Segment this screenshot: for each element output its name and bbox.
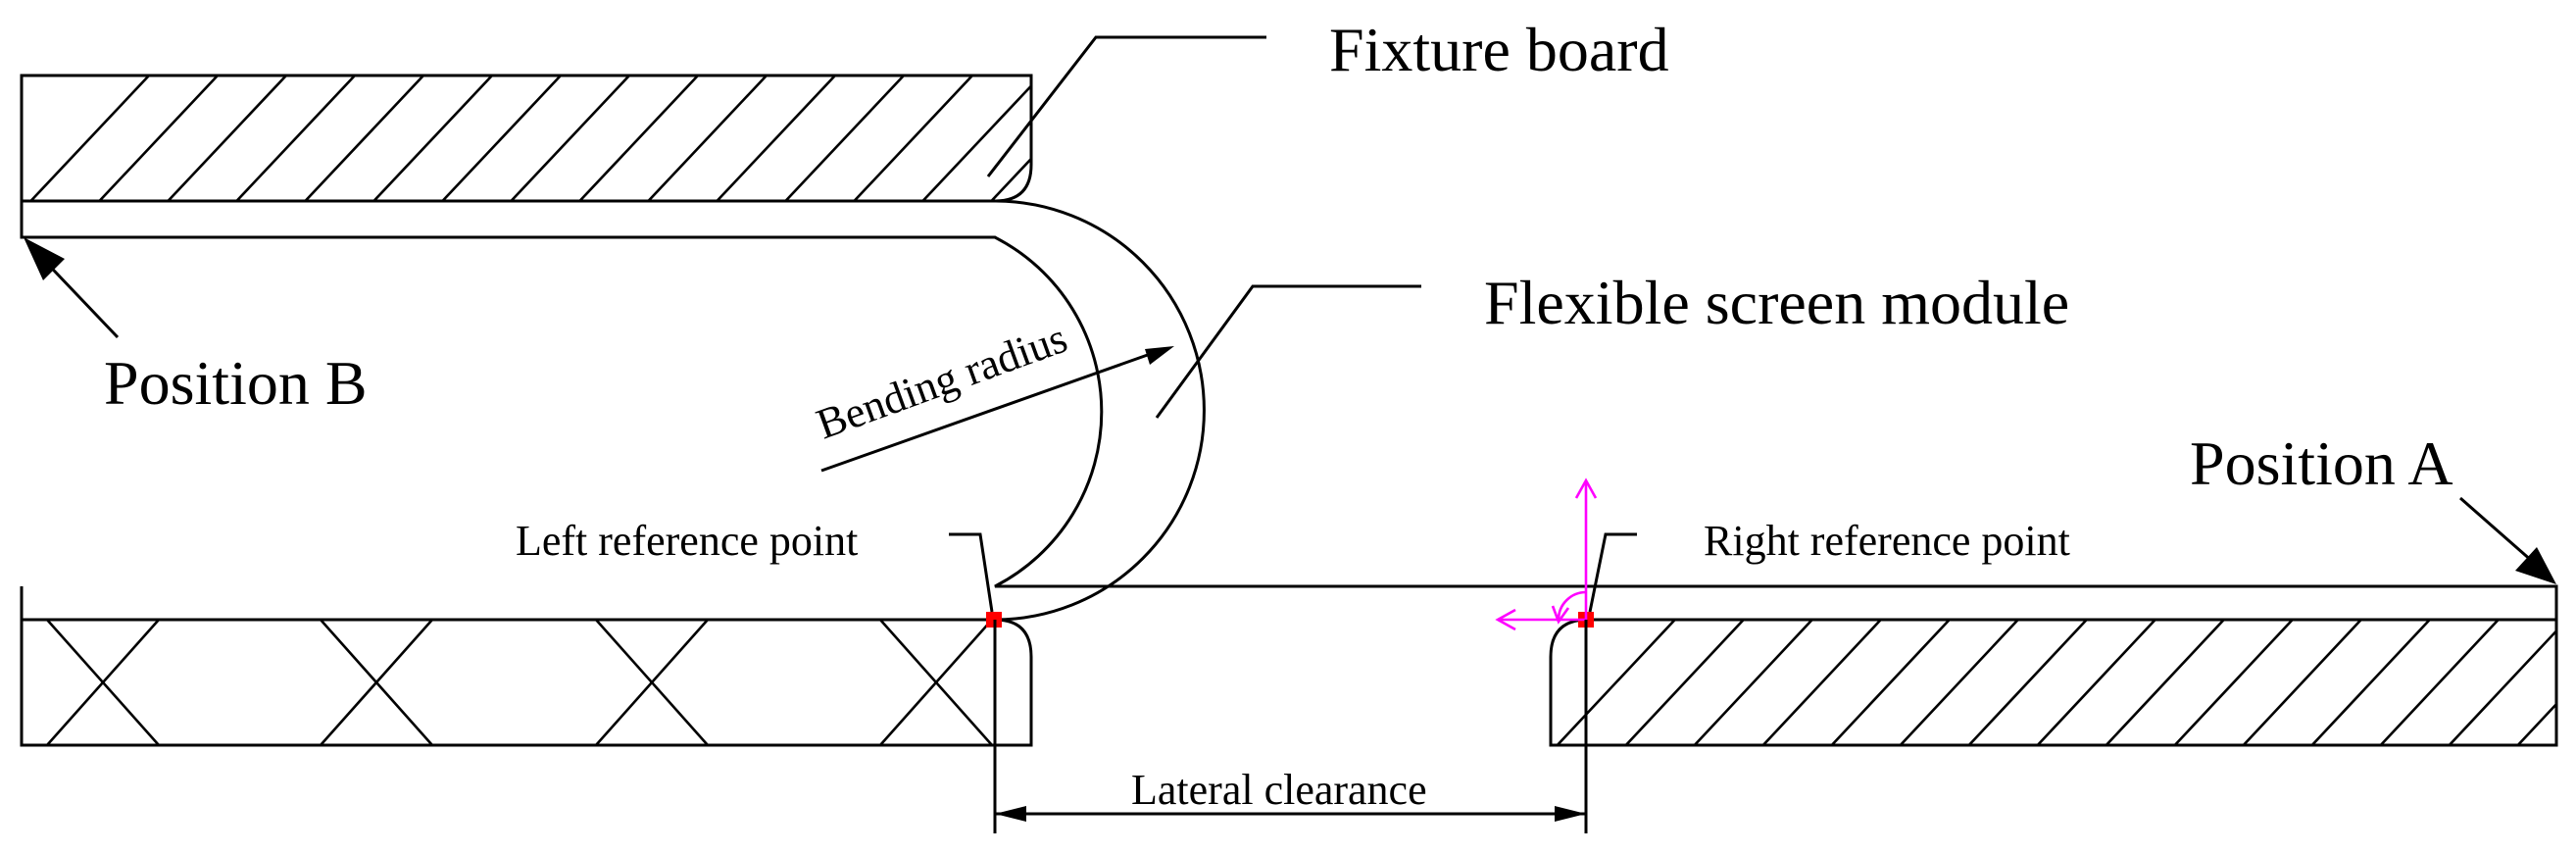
right-board-hatching — [1551, 620, 2556, 745]
top-fixture-board — [20, 74, 1033, 203]
lateral-clearance-dimension — [993, 620, 1588, 833]
top-board-outline — [20, 74, 1033, 203]
bending-radius-dimension — [820, 346, 1174, 473]
fixture-board-label: Fixture board — [1329, 15, 1669, 84]
bottom-right-board — [1549, 618, 2558, 747]
flexible-screen-module-label: Flexible screen module — [1484, 268, 2069, 337]
left-reference-point-label: Left reference point — [516, 517, 858, 565]
left-board-outline — [20, 586, 1033, 747]
right-reference-point-label: Right reference point — [1704, 517, 2070, 565]
screen-inner-layer — [994, 199, 1206, 622]
position-a-arrow — [2459, 496, 2556, 584]
leader-lines — [949, 35, 1637, 613]
lateral-clearance-label: Lateral clearance — [1131, 766, 1427, 814]
flexible-screen-module — [20, 199, 2558, 622]
right-reference-leader — [1588, 532, 1637, 613]
coordinate-axes-icon — [1495, 477, 1598, 631]
screen-module-leader — [1155, 284, 1421, 419]
left-reference-leader — [949, 532, 994, 613]
left-board-cross-hatching — [46, 620, 993, 745]
bottom-left-board — [20, 586, 1033, 747]
position-a-label: Position A — [2190, 428, 2453, 498]
fixture-board-leader — [986, 35, 1266, 177]
position-b-label: Position B — [104, 348, 368, 418]
position-b-arrow — [24, 237, 120, 339]
top-board-hatching — [22, 75, 1031, 201]
screen-outer-layer — [20, 201, 2558, 622]
